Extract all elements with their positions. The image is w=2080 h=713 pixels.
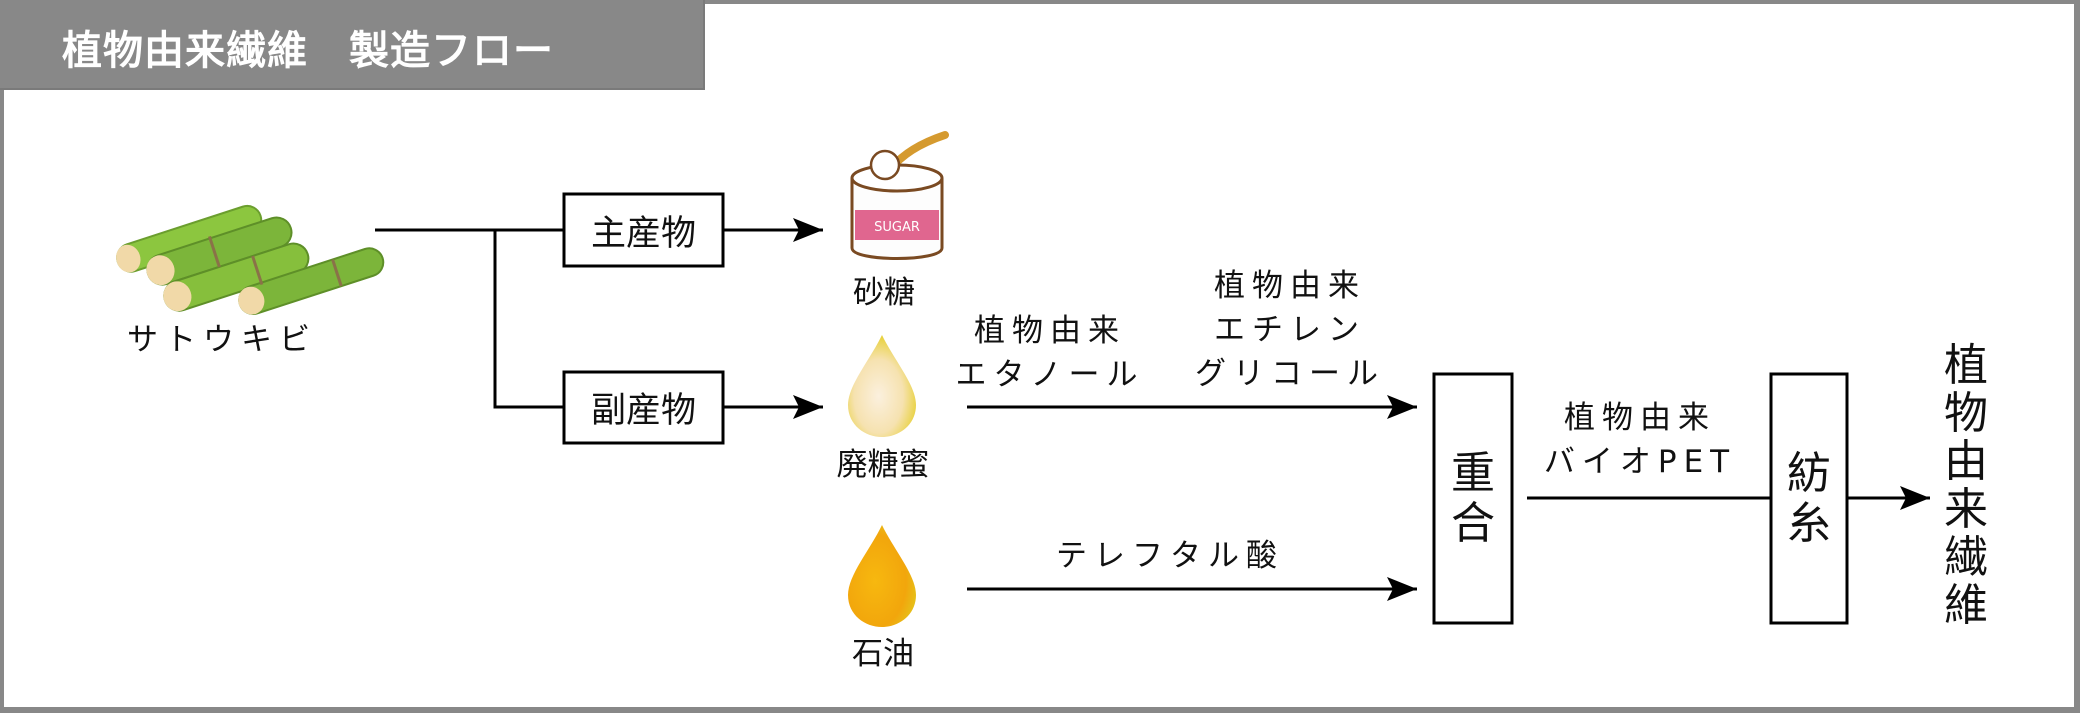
connector-branch [493, 230, 563, 409]
output-char: 物 [1944, 388, 1988, 439]
sugarcane-icon [116, 204, 385, 316]
output-char: 植 [1944, 340, 1988, 391]
output-char: 維 [1944, 580, 1988, 631]
spinning-label: 紡 糸 [1771, 374, 1847, 623]
polymerization-char-2: 合 [1451, 497, 1495, 549]
molasses-drop-icon [848, 335, 916, 437]
output-char: 由 [1944, 436, 1988, 487]
jar-label-text: SUGAR [874, 220, 920, 235]
biopet-label-line-1: 植物由来 [1564, 400, 1716, 436]
page-title: 植物由来繊維 製造フロー [62, 28, 554, 74]
output-label: 植 物 由 来 繊 維 [1942, 342, 1990, 630]
sugar-jar-icon: SUGAR [850, 131, 949, 260]
ethanol-label-line-1: 植物由来 [973, 313, 1126, 349]
oil-drop-icon [848, 525, 916, 627]
glycol-label: 植物由来 エチレン グリコール [1195, 264, 1385, 396]
spinning-char-1: 紡 [1787, 447, 1831, 499]
polymerization-char-1: 重 [1451, 447, 1495, 499]
ethanol-label: 植物由来 エタノール [955, 309, 1144, 397]
ethanol-label-line-2: エタノール [955, 357, 1145, 393]
biopet-label-line-2: バイオPET [1543, 444, 1737, 480]
by-product-label: 副産物 [590, 391, 696, 431]
petroleum-label: 石油 [852, 636, 914, 672]
spinning-box [1769, 372, 1849, 625]
glycol-label-line-1: 植物由来 [1214, 268, 1366, 304]
biopet-label: 植物由来 バイオPET [1544, 396, 1736, 484]
main-product-box [562, 192, 725, 268]
main-product-label: 主産物 [590, 213, 696, 254]
terephthalic-label: テレフタル酸 [1056, 538, 1284, 574]
spinning-char-2: 糸 [1787, 497, 1831, 549]
glycol-label-line-2: エチレン [1214, 312, 1366, 348]
output-char: 来 [1944, 484, 1988, 535]
polymerization-label: 重 合 [1434, 374, 1512, 623]
molasses-label: 廃糖蜜 [836, 447, 930, 483]
glycol-label-line-3: グリコール [1195, 356, 1385, 392]
sugar-label: 砂糖 [853, 275, 915, 311]
output-char: 繊 [1944, 532, 1988, 583]
source-label: サトウキビ [127, 322, 317, 358]
polymerization-box [1432, 372, 1514, 625]
header-banner: 植物由来繊維 製造フロー [0, 0, 705, 90]
